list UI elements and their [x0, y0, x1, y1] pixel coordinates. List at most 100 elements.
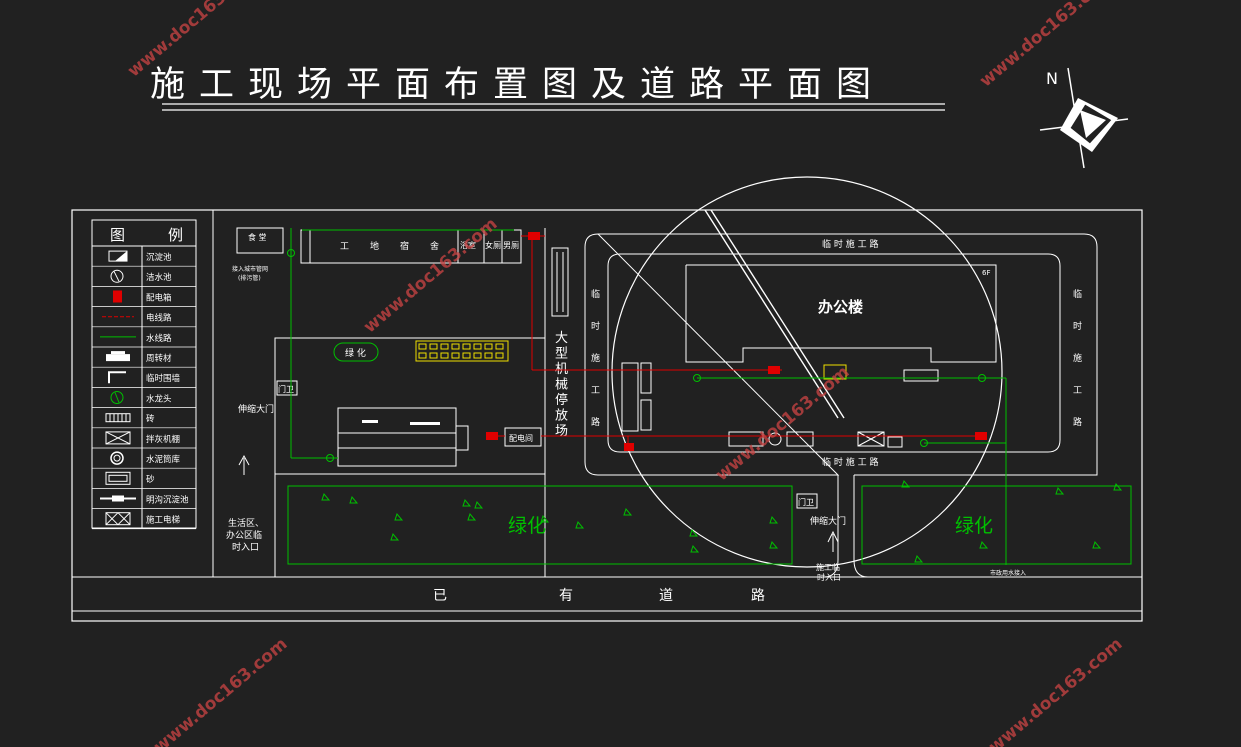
legend-item-label: 周转材 — [146, 353, 172, 364]
legend-symbol — [110, 269, 124, 283]
temp-road-label-bottom: 临 时 施 工 路 — [822, 456, 878, 468]
office-building — [685, 264, 997, 363]
legend-item-label: 水龙头 — [146, 393, 172, 404]
tree-symbol — [1092, 540, 1102, 549]
tree-symbol — [689, 528, 699, 537]
tree-symbol — [474, 500, 484, 509]
tree-symbol — [349, 495, 359, 504]
temp-road-label-left: 时 — [591, 320, 600, 332]
living-entry-label: 生活区、 — [228, 517, 264, 529]
road-label-2: 有 — [559, 588, 573, 604]
guard-left — [276, 380, 298, 396]
women-toilet-label: 女厕 — [485, 240, 501, 250]
tree-symbol — [575, 520, 585, 529]
bricks — [903, 369, 939, 382]
legend-item-label: 沉淀池 — [146, 252, 172, 263]
north-label: N — [1046, 69, 1058, 88]
temp-road-label-right: 临 — [1073, 288, 1082, 300]
tree-symbol — [914, 554, 924, 563]
legend-item-label: 砂 — [146, 474, 155, 485]
materials-stack — [415, 340, 509, 362]
machinery-yard-label: 停 — [555, 392, 568, 408]
temp-road-label-right: 路 — [1073, 416, 1082, 428]
water-supply-label: 市政用水接入 — [990, 569, 1026, 577]
crane-jib — [704, 209, 839, 419]
greening-right — [861, 485, 1132, 565]
legend-symbol — [105, 512, 131, 526]
sand — [786, 431, 814, 447]
machinery-yard-label: 放 — [555, 409, 568, 424]
sewer-note-2: (排污管) — [238, 274, 261, 282]
legend-item-label: 砖 — [146, 414, 155, 425]
dormitory-label: 舍 — [430, 240, 439, 252]
tree-symbol — [394, 512, 404, 521]
legend-item-label: 电线路 — [146, 313, 172, 324]
temp-road-label-left: 路 — [591, 416, 600, 428]
greening-right-label: 绿化 — [955, 515, 993, 537]
site-boundary — [71, 209, 1143, 622]
legend-symbol — [105, 431, 131, 445]
svg-text:例: 例 — [168, 226, 183, 244]
canteen-label: 食 堂 — [248, 232, 267, 242]
temp-road-label-right: 时 — [1073, 320, 1082, 332]
legend-symbol — [106, 351, 130, 362]
crane-radius — [611, 176, 1003, 568]
road-label-3: 道 — [659, 588, 673, 604]
temp-road-outer — [584, 233, 1098, 476]
legend-symbol — [113, 290, 122, 303]
road-label-4: 路 — [751, 588, 765, 604]
tree-symbol — [540, 514, 550, 523]
legend-symbol — [108, 371, 126, 384]
bath-label: 浴室 — [460, 240, 476, 250]
road-label-1: 已 — [433, 588, 447, 604]
legend-symbol — [105, 413, 131, 423]
tree-symbol — [690, 544, 700, 553]
guard-right — [796, 493, 818, 509]
legend-symbol — [108, 250, 128, 262]
tree-symbol — [1113, 482, 1123, 491]
office-block — [337, 407, 457, 467]
tower-crane — [823, 364, 847, 380]
power-room-label: 配电间 — [509, 433, 533, 443]
drawing-title: 施工现场平面布置图及道路平面图 — [150, 65, 886, 105]
living-entry-label-3: 时入口 — [232, 541, 259, 553]
power-room — [504, 427, 542, 447]
legend-item-label: 明沟沉淀池 — [146, 494, 189, 505]
office-label: 办公楼 — [818, 298, 863, 316]
construction-entry-label-2: 时入口 — [817, 572, 841, 582]
living-entry-label-2: 办公区临 — [226, 529, 262, 541]
north-compass: N — [1039, 67, 1129, 169]
legend-item-label: 配电箱 — [146, 292, 172, 303]
temp-road-label-left: 施 — [591, 352, 600, 364]
sewer-note: 接入城市管网 — [232, 265, 268, 273]
guard-left-label: 门卫 — [278, 384, 294, 394]
greening-left-label: 绿化 — [508, 515, 546, 537]
dormitory-label: 工 — [340, 242, 349, 252]
temp-road-label-right: 工 — [1073, 386, 1082, 396]
tree-symbol — [623, 507, 633, 516]
tree-symbol — [390, 532, 400, 541]
small-greening-label: 绿 化 — [345, 347, 366, 359]
tree-symbol — [979, 540, 989, 549]
legend-item-label: 洁水池 — [146, 272, 172, 283]
legend-symbol — [110, 391, 124, 404]
gate-left-label: 伸缩大门 — [238, 403, 274, 415]
temp-road-label-right: 施 — [1073, 352, 1082, 364]
legend-symbol — [110, 451, 124, 465]
legend-item-label: 水线路 — [146, 333, 172, 344]
tree-symbol — [901, 479, 911, 488]
machinery — [551, 247, 569, 317]
legend-symbol — [100, 495, 136, 502]
legend-item-label: 拌灰机棚 — [146, 434, 180, 445]
tree-symbol — [1055, 486, 1065, 495]
tree-symbol — [769, 540, 779, 549]
tree-symbol — [769, 515, 779, 524]
greening-left — [287, 485, 793, 565]
floors-label: 6F — [982, 269, 990, 277]
gate-right-label: 伸缩大门 — [810, 515, 846, 527]
guard-right-label: 门卫 — [798, 497, 814, 507]
small-greening — [333, 342, 379, 362]
power-box — [528, 232, 540, 240]
